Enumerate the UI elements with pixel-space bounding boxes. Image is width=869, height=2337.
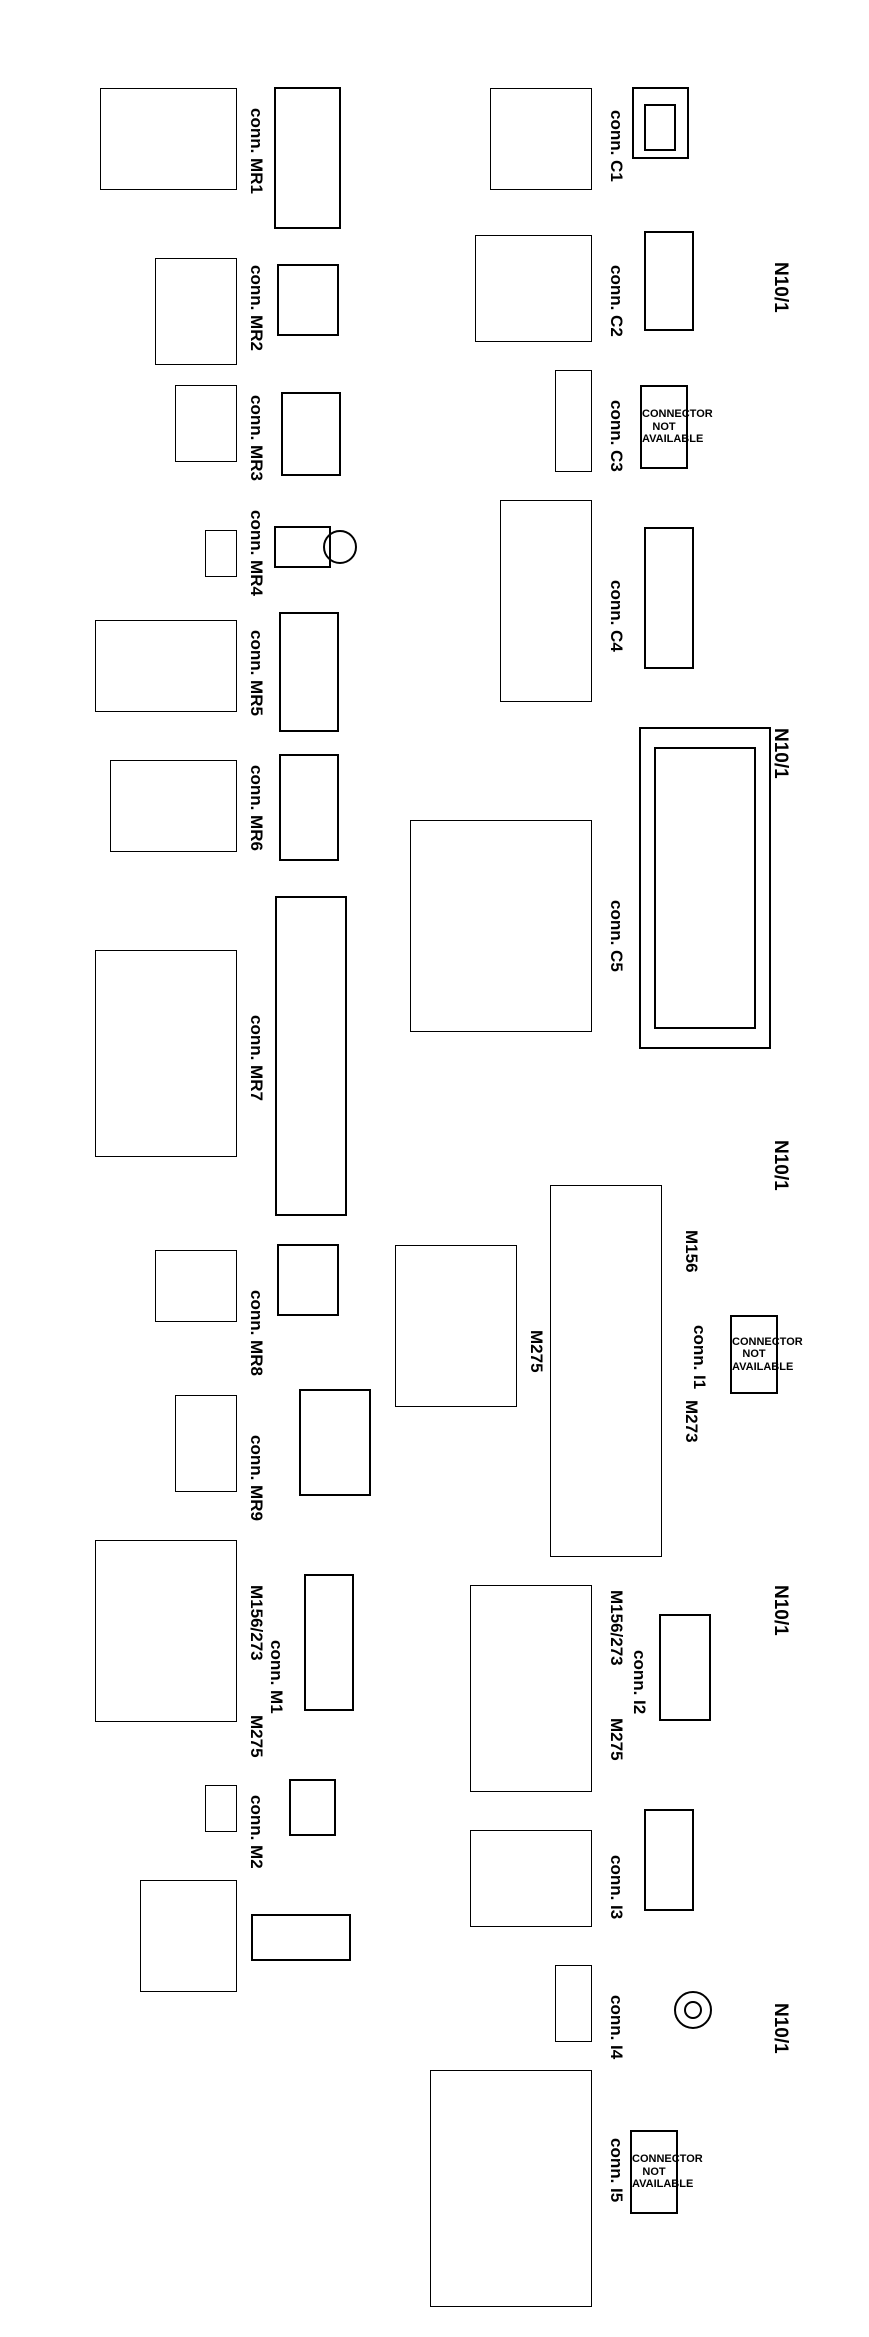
connector-mr2-shape xyxy=(277,264,339,336)
pin-table-c3 xyxy=(555,370,592,472)
connector-c4-shape xyxy=(644,527,694,669)
connector-mr1-shape xyxy=(274,87,341,229)
connector-mr7-shape xyxy=(275,896,347,1216)
connector-mr6-shape xyxy=(279,754,339,861)
connector-mr5-shape xyxy=(279,612,339,732)
pin-table-i3 xyxy=(470,1830,592,1927)
connector-mr3-shape xyxy=(281,392,341,476)
connector-c2-shape xyxy=(644,231,694,331)
pin-table-mr3 xyxy=(175,385,237,462)
connector-c5-shape xyxy=(639,727,771,1049)
connector-c1-pins xyxy=(644,104,676,151)
pin-table-i4 xyxy=(555,1965,592,2042)
connector-m1-shape xyxy=(304,1574,354,1711)
pin-table-c1 xyxy=(490,88,592,190)
pin-table-m2 xyxy=(205,1785,237,1832)
pin-table-mr7 xyxy=(95,950,237,1157)
connector-i3-shape xyxy=(644,1809,694,1911)
pin-table-m156-m273 xyxy=(550,1185,662,1557)
pin-table-c5 xyxy=(410,820,592,1032)
pin-table-c2 xyxy=(475,235,592,342)
connector-i4-shape xyxy=(674,1991,712,2029)
connector-mr9-shape xyxy=(299,1389,371,1496)
pin-table-mr9 xyxy=(175,1395,237,1492)
pin-table-m275 xyxy=(395,1245,517,1407)
pin-table-last xyxy=(140,1880,237,1992)
connector-shape xyxy=(251,1914,351,1961)
pin-table-mr5 xyxy=(95,620,237,712)
pin-table-mr8 xyxy=(155,1250,237,1322)
pin-table-mr6 xyxy=(110,760,237,852)
pin-table-mr4 xyxy=(205,530,237,577)
connector-m2-shape xyxy=(289,1779,336,1836)
connector-mr8-shape xyxy=(277,1244,339,1316)
pin-table-m1 xyxy=(95,1540,237,1722)
connector-c5-inner xyxy=(654,747,756,1029)
connector-i2-shape xyxy=(659,1614,711,1721)
connector-mr4-shape xyxy=(274,526,331,568)
connector-c1-shape xyxy=(632,87,689,159)
pin-table-mr1 xyxy=(100,88,237,190)
pin-table-i5 xyxy=(430,2070,592,2307)
pin-table-mr2 xyxy=(155,258,237,365)
pin-table-i2 xyxy=(470,1585,592,1792)
pin-table-c4 xyxy=(500,500,592,702)
